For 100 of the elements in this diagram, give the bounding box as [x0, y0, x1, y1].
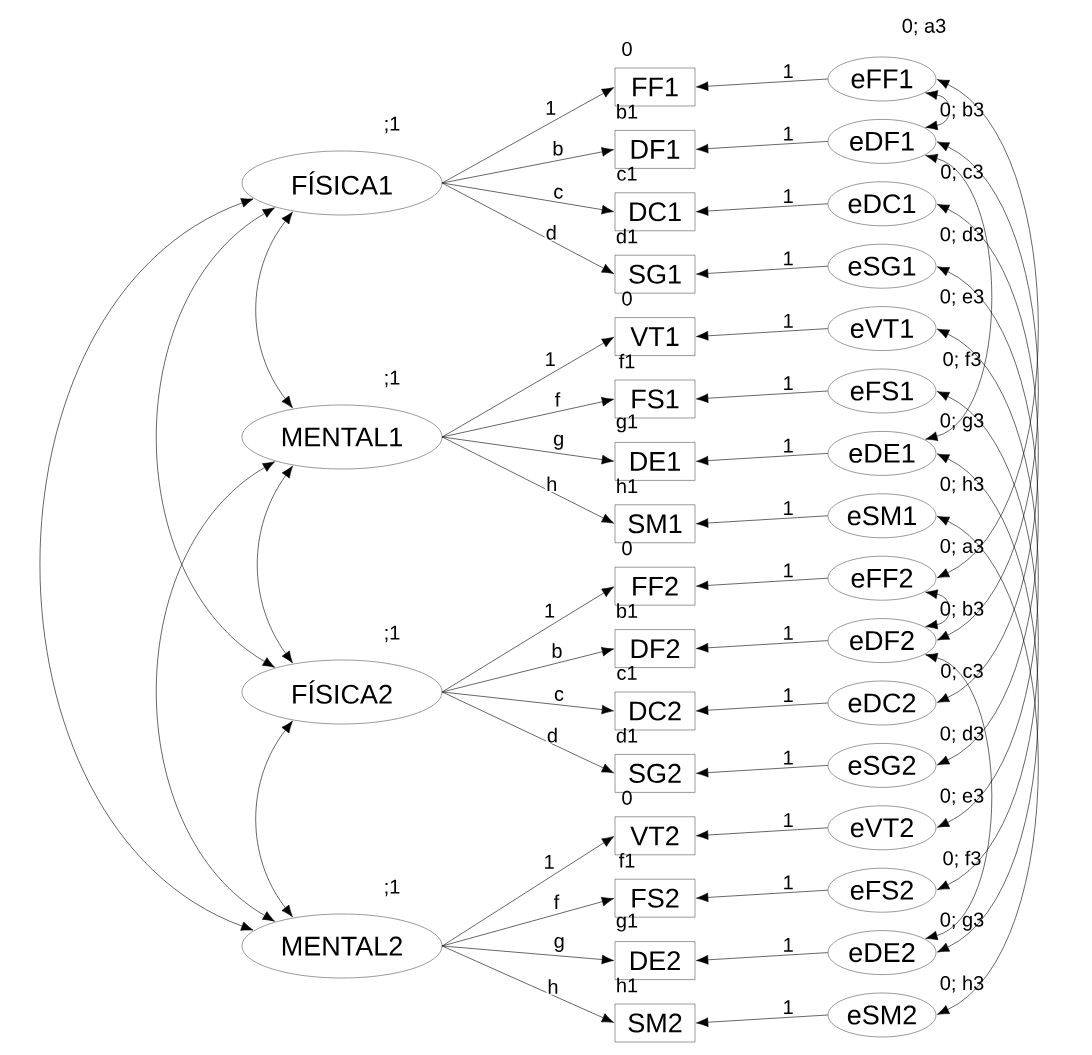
edge-label: 1	[781, 188, 795, 204]
value-label: b1	[617, 104, 638, 119]
edge-label: h	[546, 978, 560, 995]
value-label: 0; c3	[941, 164, 983, 182]
covariance-arrow	[155, 461, 275, 922]
value-label: 0; d3	[940, 725, 984, 743]
edge-label: 1	[781, 312, 795, 329]
arrow	[441, 182, 615, 274]
observed-box: SM2	[614, 1003, 696, 1043]
covariance-arrow	[937, 204, 1039, 703]
value-label: ;1	[385, 625, 400, 643]
value-label: 0; e3	[940, 289, 984, 306]
edge-label: f	[553, 391, 562, 408]
covariance-arrow	[255, 211, 293, 409]
arrow	[696, 203, 829, 216]
value-label: 0; a3	[902, 18, 946, 36]
arrow	[696, 889, 829, 903]
covariance-arrow	[937, 266, 1039, 766]
covariance-arrow	[937, 391, 1039, 890]
value-label: 0; b3	[940, 601, 984, 619]
arrow	[441, 147, 614, 184]
arrow	[696, 78, 829, 91]
edge-label: f	[552, 893, 561, 911]
value-label: 0	[622, 41, 632, 57]
covariance-arrow	[937, 79, 1039, 578]
value-label: 0; f3	[943, 351, 981, 369]
value-label: d1	[616, 728, 638, 743]
edge-label: 1	[781, 999, 795, 1016]
covariance-arrow	[925, 653, 993, 941]
value-label: ;1	[385, 116, 400, 134]
value-label: h1	[617, 977, 638, 993]
arrow	[441, 945, 614, 1023]
value-label: f1	[618, 353, 635, 369]
arrow	[696, 265, 829, 279]
edge-label: 1	[781, 437, 795, 454]
covariance-arrow	[255, 720, 293, 918]
arrow	[441, 647, 614, 693]
edge-label: 1	[781, 812, 795, 828]
edge-label: 1	[543, 351, 557, 367]
edge-label: 1	[542, 854, 556, 870]
covariance-arrow	[925, 90, 950, 131]
arrow	[696, 827, 829, 840]
value-label: 0; a3	[940, 538, 984, 556]
value-label: c1	[617, 666, 637, 680]
value-label: ;1	[385, 879, 400, 897]
value-label: f1	[618, 852, 635, 868]
edge-label: 1	[781, 936, 795, 953]
value-label: 0; h3	[940, 476, 984, 494]
edge-label: 1	[781, 375, 795, 392]
arrow	[696, 390, 829, 403]
edge-label: d	[545, 726, 559, 744]
value-label: c1	[617, 166, 637, 181]
edge-label: g	[552, 433, 566, 451]
edge-label: 1	[543, 602, 557, 619]
arrow	[441, 336, 615, 438]
value-label: 0; g3	[940, 912, 984, 931]
arrow	[696, 952, 829, 965]
covariance-arrow	[925, 589, 950, 630]
arrow	[696, 702, 829, 715]
covariance-arrow	[937, 328, 1039, 828]
value-label: b1	[617, 603, 638, 618]
edge-label: 1	[544, 100, 558, 116]
arrow	[696, 453, 829, 466]
arrow	[696, 515, 829, 528]
arrow	[696, 328, 829, 341]
edge-label: b	[551, 139, 565, 157]
arrow	[696, 141, 829, 154]
edge-label: 1	[781, 250, 795, 267]
edge-label: 1	[781, 500, 795, 516]
arrow	[441, 87, 615, 184]
value-label: 0	[622, 541, 632, 556]
arrow	[441, 397, 614, 438]
value-label: 0; f3	[943, 850, 981, 868]
edge-label: 1	[781, 63, 795, 80]
value-label: h1	[617, 478, 638, 494]
value-label: 0; b3	[940, 101, 984, 119]
covariance-arrow	[39, 198, 254, 931]
edge-label: d	[544, 224, 558, 241]
value-label: 0; g3	[940, 413, 984, 432]
edge-label: 1	[781, 874, 795, 891]
edge-label: b	[550, 642, 564, 659]
edge-label: 1	[781, 749, 795, 766]
edge-label: h	[545, 475, 559, 492]
arrow	[441, 436, 615, 524]
arrow	[441, 691, 614, 715]
arrow	[441, 945, 614, 965]
value-label: 0	[622, 790, 632, 805]
edge-label: 1	[781, 624, 795, 641]
arrow	[441, 691, 614, 774]
value-label: d1	[616, 228, 638, 244]
value-label: ;1	[385, 370, 400, 388]
arrow	[696, 577, 829, 591]
arrow	[696, 765, 829, 778]
edge-label: c	[553, 689, 565, 702]
covariance-arrow	[155, 207, 275, 668]
arrow	[441, 586, 615, 693]
arrow	[441, 897, 614, 947]
edge-label: c	[552, 186, 565, 200]
covariance-arrow	[937, 141, 1039, 641]
value-label: 0; d3	[940, 226, 984, 244]
